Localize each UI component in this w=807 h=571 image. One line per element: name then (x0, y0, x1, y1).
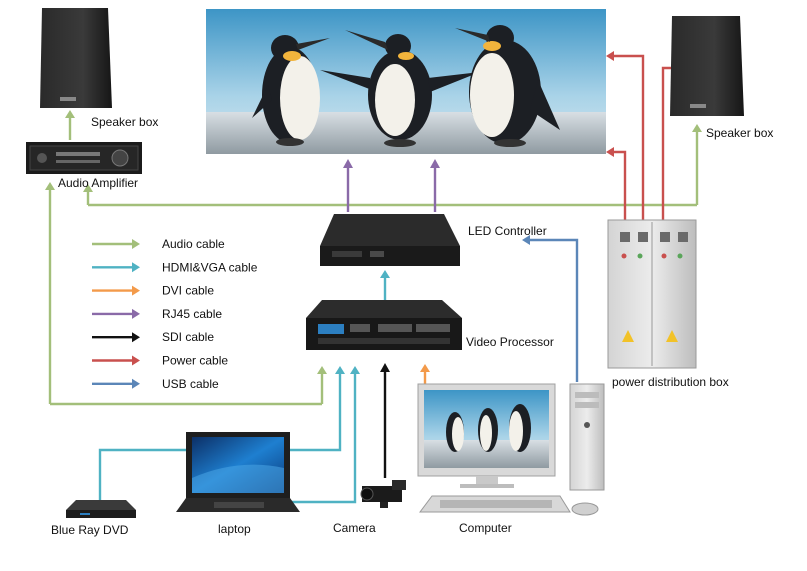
legend-arrowhead (132, 378, 140, 389)
penguin-image (252, 25, 560, 147)
legend-item: HDMI&VGA cable (92, 260, 258, 274)
speaker-right-label: Speaker box (706, 126, 773, 140)
legend-item: USB cable (92, 377, 219, 391)
camera (360, 480, 406, 508)
legend-label: SDI cable (162, 330, 214, 344)
video-processor-label: Video Processor (466, 335, 554, 349)
rj45-cables (343, 159, 440, 212)
power-distribution-box (607, 219, 697, 369)
led-screen (206, 9, 606, 154)
audio-amplifier-label: Audio Amplifier (58, 176, 138, 190)
laptop-label: laptop (218, 522, 251, 536)
legend-item: SDI cable (92, 330, 214, 344)
legend-label: HDMI&VGA cable (162, 260, 258, 274)
power-box-label: power distribution box (612, 375, 729, 389)
dvi-cable (420, 364, 430, 385)
legend-label: RJ45 cable (162, 307, 222, 321)
laptop (176, 432, 300, 512)
legend-arrowhead (132, 355, 140, 366)
legend-label: Power cable (162, 354, 228, 368)
cables (45, 51, 702, 504)
speaker-left (40, 8, 112, 108)
audio-cables (45, 110, 702, 406)
led-controller (320, 214, 460, 266)
legend-label: Audio cable (162, 237, 225, 251)
legend-arrowhead (132, 239, 140, 249)
blu-ray-label: Blue Ray DVD (51, 523, 129, 537)
led-controller-label: LED Controller (468, 224, 547, 238)
legend-item: RJ45 cable (92, 307, 222, 321)
video-processor (306, 300, 462, 350)
camera-label: Camera (333, 521, 376, 535)
legend-label: DVI cable (162, 284, 214, 298)
audio-amplifier (26, 142, 142, 174)
computer-label: Computer (459, 521, 512, 535)
legend-arrowhead (132, 332, 140, 343)
computer (417, 383, 605, 516)
sdi-cable (380, 363, 390, 478)
speaker-left-label: Speaker box (91, 115, 158, 129)
legend-item: Audio cable (92, 237, 225, 251)
legend-arrowhead (132, 285, 140, 296)
legend-arrowhead (132, 308, 140, 319)
legend-item: DVI cable (92, 284, 214, 298)
legend-label: USB cable (162, 377, 219, 391)
legend-item: Power cable (92, 354, 228, 368)
speaker-right (670, 16, 744, 116)
blu-ray-player (66, 500, 136, 518)
usb-cable (522, 235, 579, 382)
legend-arrowhead (132, 262, 140, 273)
